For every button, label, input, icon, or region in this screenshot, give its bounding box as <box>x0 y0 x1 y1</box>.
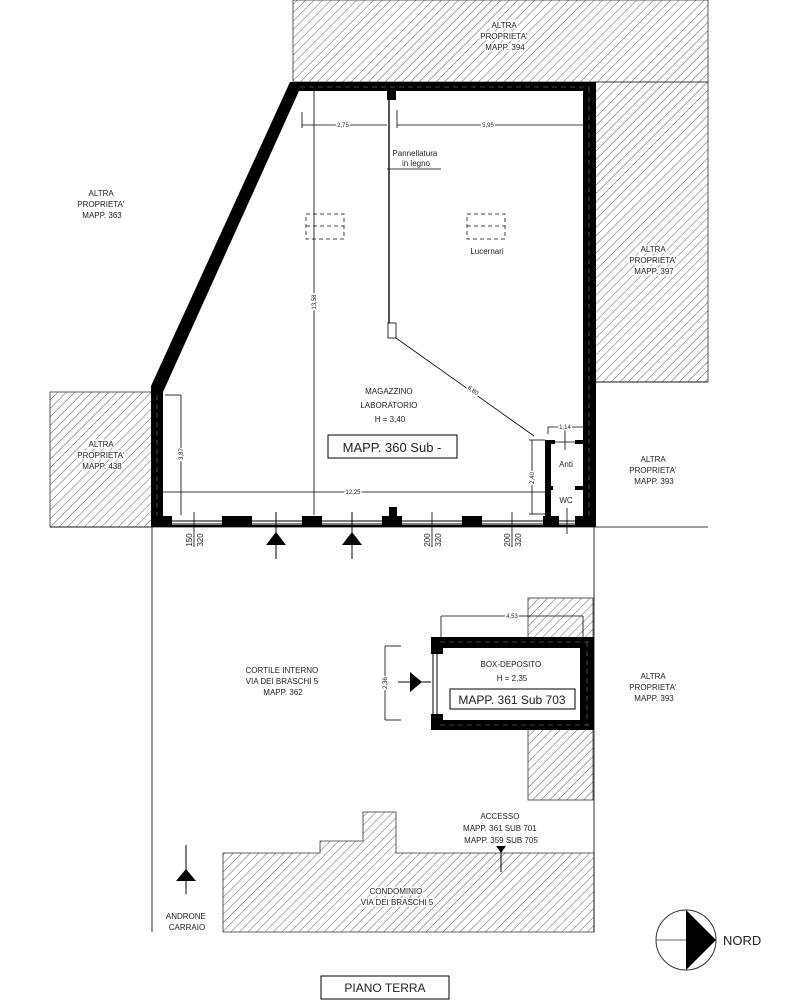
wc-label: WC <box>559 496 573 505</box>
driveway-label: ANDRONE CARRAIO <box>166 912 208 932</box>
opening-dim: 320 <box>514 533 523 547</box>
main-unit-name: MAGAZZINO LABORATORIO H = 3,40 <box>360 387 419 424</box>
hatched-area-mapp-397 <box>592 81 709 383</box>
north-arrow-icon <box>655 909 717 971</box>
dim-box-height: 2,36 <box>383 677 389 689</box>
facade-band <box>163 515 583 525</box>
label-mapp-393-lower: ALTRA PROPRIETA' MAPP. 393 <box>629 672 678 703</box>
dim-box-width: 4,53 <box>506 614 518 620</box>
entrance-arrow-icon <box>266 512 286 559</box>
main-unit-mapp-label: MAPP. 360 Sub - <box>343 440 442 455</box>
opening-dim: 200 <box>423 533 432 547</box>
entrance-arrow-icon <box>342 512 362 559</box>
label-mapp-438: ALTRA PROPRIETA' MAPP. 438 <box>77 440 126 471</box>
label-mapp-363: ALTRA PROPRIETA' MAPP. 363 <box>77 189 126 220</box>
dim-width-main: 12,25 <box>345 490 361 496</box>
opening-dim: 320 <box>434 533 443 547</box>
skylight <box>466 213 506 240</box>
panel-note: Pannellatura in legno <box>392 149 439 168</box>
access-arrow-icon <box>496 846 506 872</box>
dim-wc-height: 2,40 <box>530 472 536 484</box>
opening-dim: 320 <box>196 533 205 547</box>
drawing-title-box <box>320 975 450 1000</box>
dim-top-left: 2,75 <box>337 123 349 129</box>
main-unit-interior <box>163 91 583 515</box>
dim-height-main: 13,58 <box>312 294 318 310</box>
dim-anti-width: 1,14 <box>559 425 571 431</box>
hatched-area-box-upper <box>527 597 594 639</box>
driveway-arrow-icon <box>176 845 196 894</box>
box-unit-mapp-label: MAPP. 361 Sub 703 <box>458 693 566 707</box>
hatched-area-mapp-438 <box>49 391 154 528</box>
facade-piers <box>151 507 596 527</box>
main-unit-mapp-box <box>327 434 458 459</box>
opening-dim: 200 <box>503 533 512 547</box>
skylights-label: Lucernari <box>470 247 504 256</box>
panel-end <box>387 322 397 339</box>
opening-ticks <box>193 512 513 547</box>
condominium-label: CONDOMINIO VIA DEI BRASCHI 5 <box>361 887 434 907</box>
hatched-area-mapp-394 <box>292 0 709 83</box>
anti-label: Anti <box>559 460 573 469</box>
label-mapp-394: ALTRA PROPRIETA' MAPP. 394 <box>480 21 529 52</box>
skylight <box>305 213 345 240</box>
drawing-title: PIANO TERRA <box>344 981 425 995</box>
hatched-area-condominium <box>222 811 595 933</box>
box-unit-name: BOX-DEPOSITO H = 2,35 <box>481 660 544 683</box>
dim-top-right: 5,95 <box>482 123 494 129</box>
dim-left-wall: 3,87 <box>179 448 185 460</box>
dimension-lines <box>163 91 584 721</box>
label-mapp-393-upper: ALTRA PROPRIETA' MAPP. 393 <box>629 455 678 486</box>
opening-dim: 150 <box>185 533 194 547</box>
courtyard-label: CORTILE INTERNO VIA DEI BRASCHI 5 MAPP. … <box>246 666 321 697</box>
hatched-area-box-lower <box>527 727 594 801</box>
panel-post <box>387 91 396 100</box>
box-unit-mapp-box <box>449 688 576 710</box>
label-mapp-397: ALTRA PROPRIETA' MAPP. 397 <box>629 245 678 276</box>
north-label: NORD <box>723 933 761 948</box>
access-label: ACCESSO MAPP. 361 SUB 701 MAPP. 359 SUB … <box>463 812 539 845</box>
